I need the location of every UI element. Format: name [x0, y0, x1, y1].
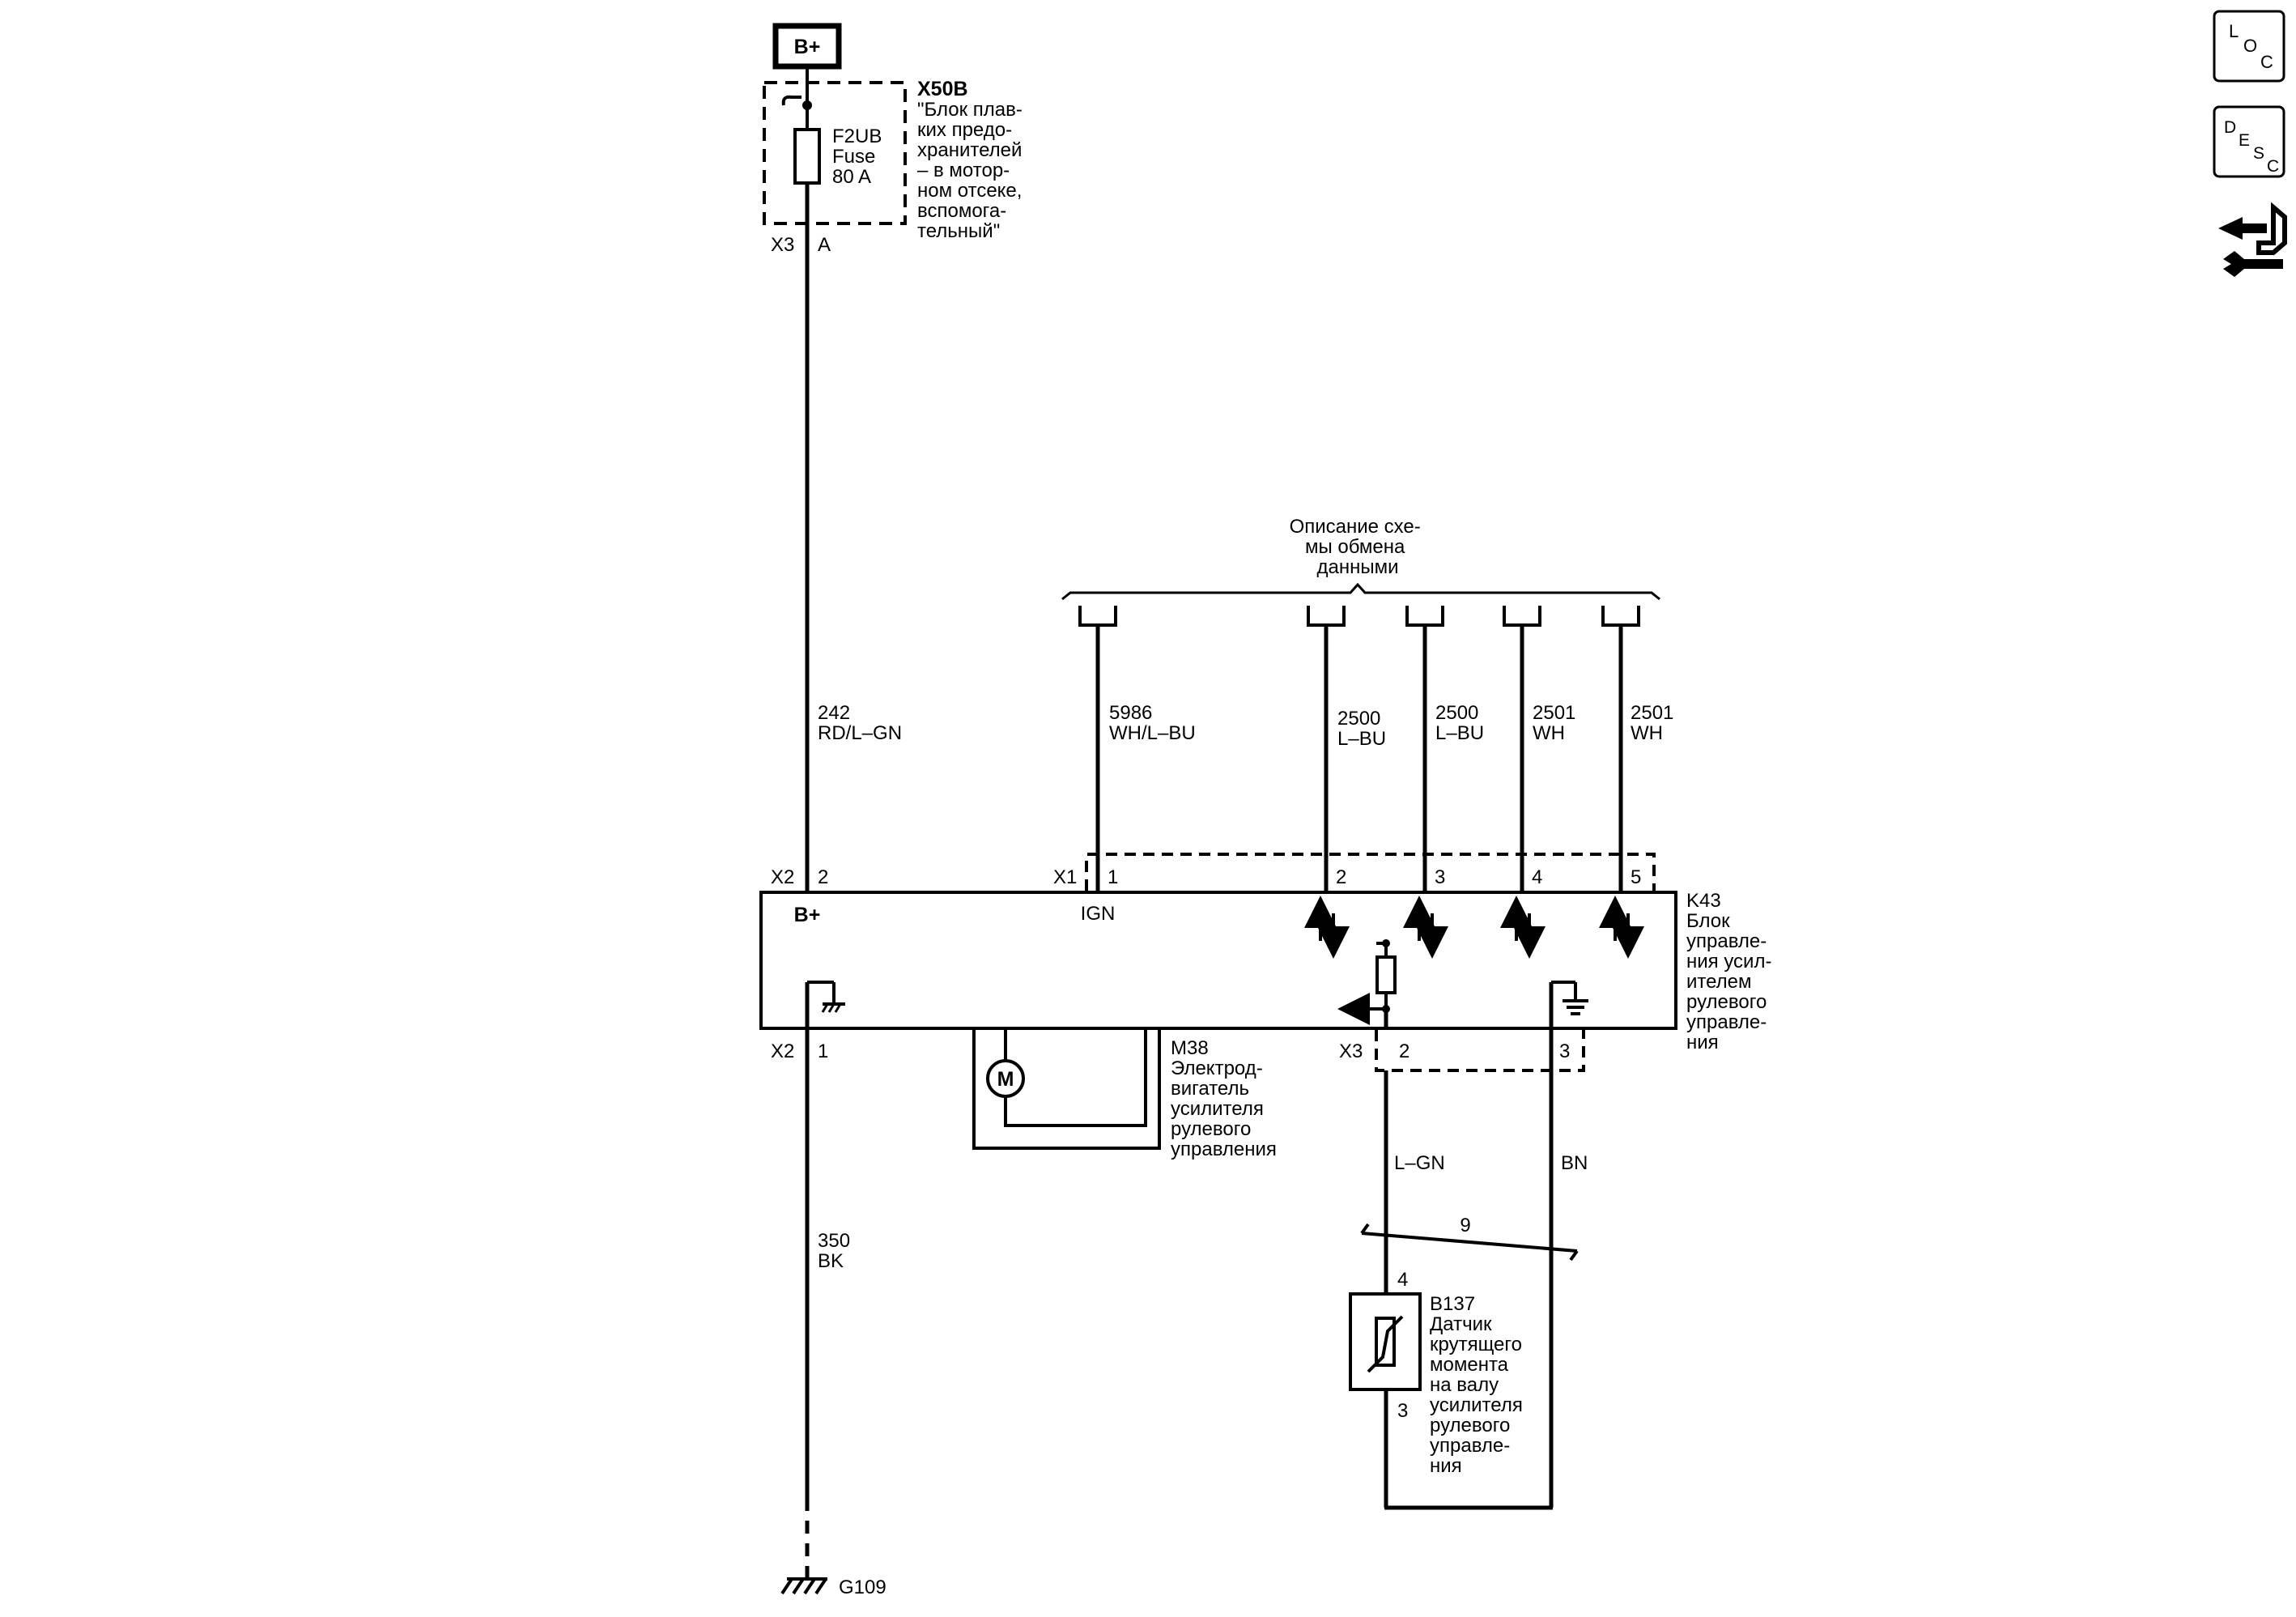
description-icon[interactable]: D E S C	[2213, 105, 2285, 178]
wire-2500b-label: 2500 L–BU	[1435, 702, 1484, 744]
sensor-b137: 4 3 B137 Датчик крутящего момента на вал…	[1349, 1269, 1553, 1510]
x3-connector-outline	[1375, 1030, 1585, 1072]
x1-pin-2: 2	[1336, 866, 1346, 888]
x1-pin-5: 5	[1631, 866, 1641, 888]
wire-lgn-label: L–GN	[1394, 1152, 1445, 1174]
svg-text:E: E	[2239, 131, 2250, 150]
x3-pin-3: 3	[1559, 1040, 1570, 1062]
fuse-icon	[793, 128, 821, 185]
connector-info-icon[interactable]	[2218, 202, 2287, 277]
bus-connector-icon	[1307, 606, 1346, 627]
x2-bottom-connector-label: X2	[771, 1040, 794, 1062]
svg-text:D: D	[2224, 118, 2236, 137]
x1-connector-label: X1	[1053, 866, 1077, 888]
x1-pin-4: 4	[1532, 866, 1542, 888]
svg-text:C: C	[2260, 52, 2273, 72]
sensor-id: B137	[1430, 1293, 1475, 1315]
motor-name: Электрод- вигатель усилителя рулевого уп…	[1171, 1057, 1277, 1160]
battery-power-source: B+	[772, 23, 842, 70]
bus-connector-icon	[1503, 606, 1541, 627]
fuse-clip-icon	[781, 95, 801, 106]
chassis-ground-icon	[805, 981, 845, 1028]
fuse-block-x50b: X50B "Блок плав- ких предо- хранителей –…	[763, 66, 1028, 1498]
signal-ground-icon	[1549, 981, 1588, 1028]
x2-pin-1: 1	[818, 1040, 828, 1062]
twisted-pair-marker: 9	[1360, 1215, 1579, 1262]
wire-350-label: 350 BK	[818, 1230, 856, 1272]
module-id: K43	[1686, 890, 1721, 912]
sensor-pin-3: 3	[1397, 1400, 1408, 1422]
module-bplus-label: B+	[794, 904, 821, 926]
fuse-connector-label: X3	[771, 234, 794, 256]
svg-text:O: O	[2243, 36, 2257, 56]
svg-text:L: L	[2229, 21, 2239, 41]
bus-connector-icon	[1405, 606, 1444, 627]
svg-text:S: S	[2253, 144, 2264, 163]
x2-pin-2: 2	[818, 866, 828, 888]
x2-top-connector-label: X2	[771, 866, 794, 888]
motor-m38: M M38 Электрод- вигатель усилителя рулев…	[972, 1028, 1277, 1160]
bus-brace	[1061, 582, 1660, 601]
fuse-pin-label: A	[818, 234, 831, 256]
ground-label: G109	[839, 1577, 887, 1598]
motor-icon	[986, 1059, 1025, 1098]
fuse-block-id: X50B	[917, 78, 968, 100]
data-comm-title: Описание схе- мы обмена данными	[1290, 516, 1426, 578]
motor-id: M38	[1171, 1037, 1209, 1059]
x3-connector-label: X3	[1339, 1040, 1363, 1062]
motor-symbol: M	[997, 1068, 1014, 1091]
ground-g109: G109	[780, 1577, 887, 1598]
twist-label: 9	[1460, 1215, 1470, 1236]
module-ign-label: IGN	[1081, 903, 1116, 925]
bidirectional-arrow-icon	[1500, 896, 1546, 959]
wire-242-label: 242 RD/L–GN	[818, 702, 902, 744]
x3-pin-2: 2	[1399, 1040, 1409, 1062]
bus-connector-icon	[1601, 606, 1640, 627]
bidirectional-arrow-icon	[1304, 896, 1350, 959]
svg-text:C: C	[2267, 157, 2279, 176]
fuse-label: F2UB Fuse 80 A	[832, 126, 887, 188]
wire-bn-label: BN	[1561, 1152, 1588, 1174]
bidirectional-arrow-icon	[1599, 896, 1644, 959]
wire-2501b-label: 2501 WH	[1631, 702, 1679, 744]
sensor-pin-4: 4	[1397, 1269, 1408, 1291]
wire-2501a-label: 2501 WH	[1533, 702, 1581, 744]
x1-connector-outline	[1085, 853, 1656, 891]
wire-5986-label: 5986 WH/L–BU	[1109, 702, 1196, 744]
fuse-block-name: "Блок плав- ких предо- хранителей – в мо…	[917, 99, 1028, 242]
sensor-name: Датчик крутящего момента на валу усилите…	[1430, 1313, 1529, 1477]
bus-connector-icon	[1078, 606, 1117, 627]
module-k43: B+ IGN	[759, 890, 1777, 1053]
data-communication-bus: Описание схе- мы обмена данными	[1061, 516, 1660, 892]
x1-pin-3: 3	[1435, 866, 1445, 888]
internal-resistor-icon	[1337, 939, 1397, 1028]
power-source-label: B+	[794, 36, 821, 58]
x1-pin-1: 1	[1108, 866, 1118, 888]
wire-2500a-label: 2500 L–BU	[1337, 708, 1386, 750]
bidirectional-arrow-icon	[1403, 896, 1448, 959]
module-name: Блок управле- ния усил- ителем рулевого …	[1686, 910, 1777, 1053]
location-icon[interactable]: L O C	[2213, 10, 2285, 83]
